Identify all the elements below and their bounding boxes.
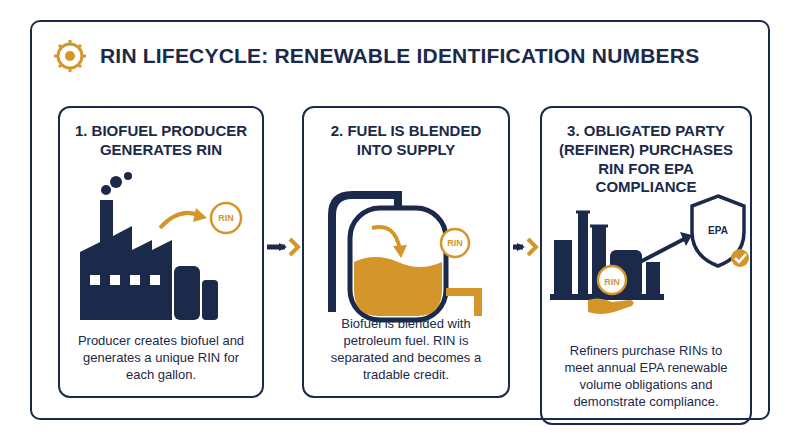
step-description: Biofuel is blended with petroleum fuel. … xyxy=(316,316,496,384)
shield-label: EPA xyxy=(708,225,728,236)
gold-chevron xyxy=(290,239,298,255)
gear-icon xyxy=(54,40,86,72)
step-description: Refiners purchase RINs to meet annual EP… xyxy=(554,343,738,411)
factory-icon xyxy=(80,172,241,320)
diagram-title: RIN LIFECYCLE: RENEWABLE IDENTIFICATION … xyxy=(100,44,699,68)
refinery-icon xyxy=(550,212,664,300)
epa-shield-icon xyxy=(640,196,749,267)
step-panel: 3. OBLIGATED PARTY (REFINER) PURCHASES R… xyxy=(540,106,752,425)
step-heading: 1. BIOFUEL PRODUCER GENERATES RIN xyxy=(70,122,252,160)
gold-chevron xyxy=(528,239,536,255)
flow-arrow xyxy=(513,239,536,255)
blending-tank-icon xyxy=(332,195,478,320)
step-panel: 1. BIOFUEL PRODUCER GENERATES RIN Produce… xyxy=(58,106,264,398)
rin-badge-label: RIN xyxy=(218,213,234,223)
step-panel: 2. FUEL IS BLENDED INTO SUPPLY Biofuel is… xyxy=(302,106,510,398)
step-heading: 3. OBLIGATED PARTY (REFINER) PURCHASES R… xyxy=(552,122,740,197)
hand-coin-icon xyxy=(588,266,634,314)
rin-badge-label: RIN xyxy=(447,238,463,248)
rin-badge-label: RIN xyxy=(604,277,620,287)
step-description: Producer creates biofuel and generates a… xyxy=(72,333,250,384)
step-heading: 2. FUEL IS BLENDED INTO SUPPLY xyxy=(314,122,498,160)
flow-arrow xyxy=(267,239,298,255)
